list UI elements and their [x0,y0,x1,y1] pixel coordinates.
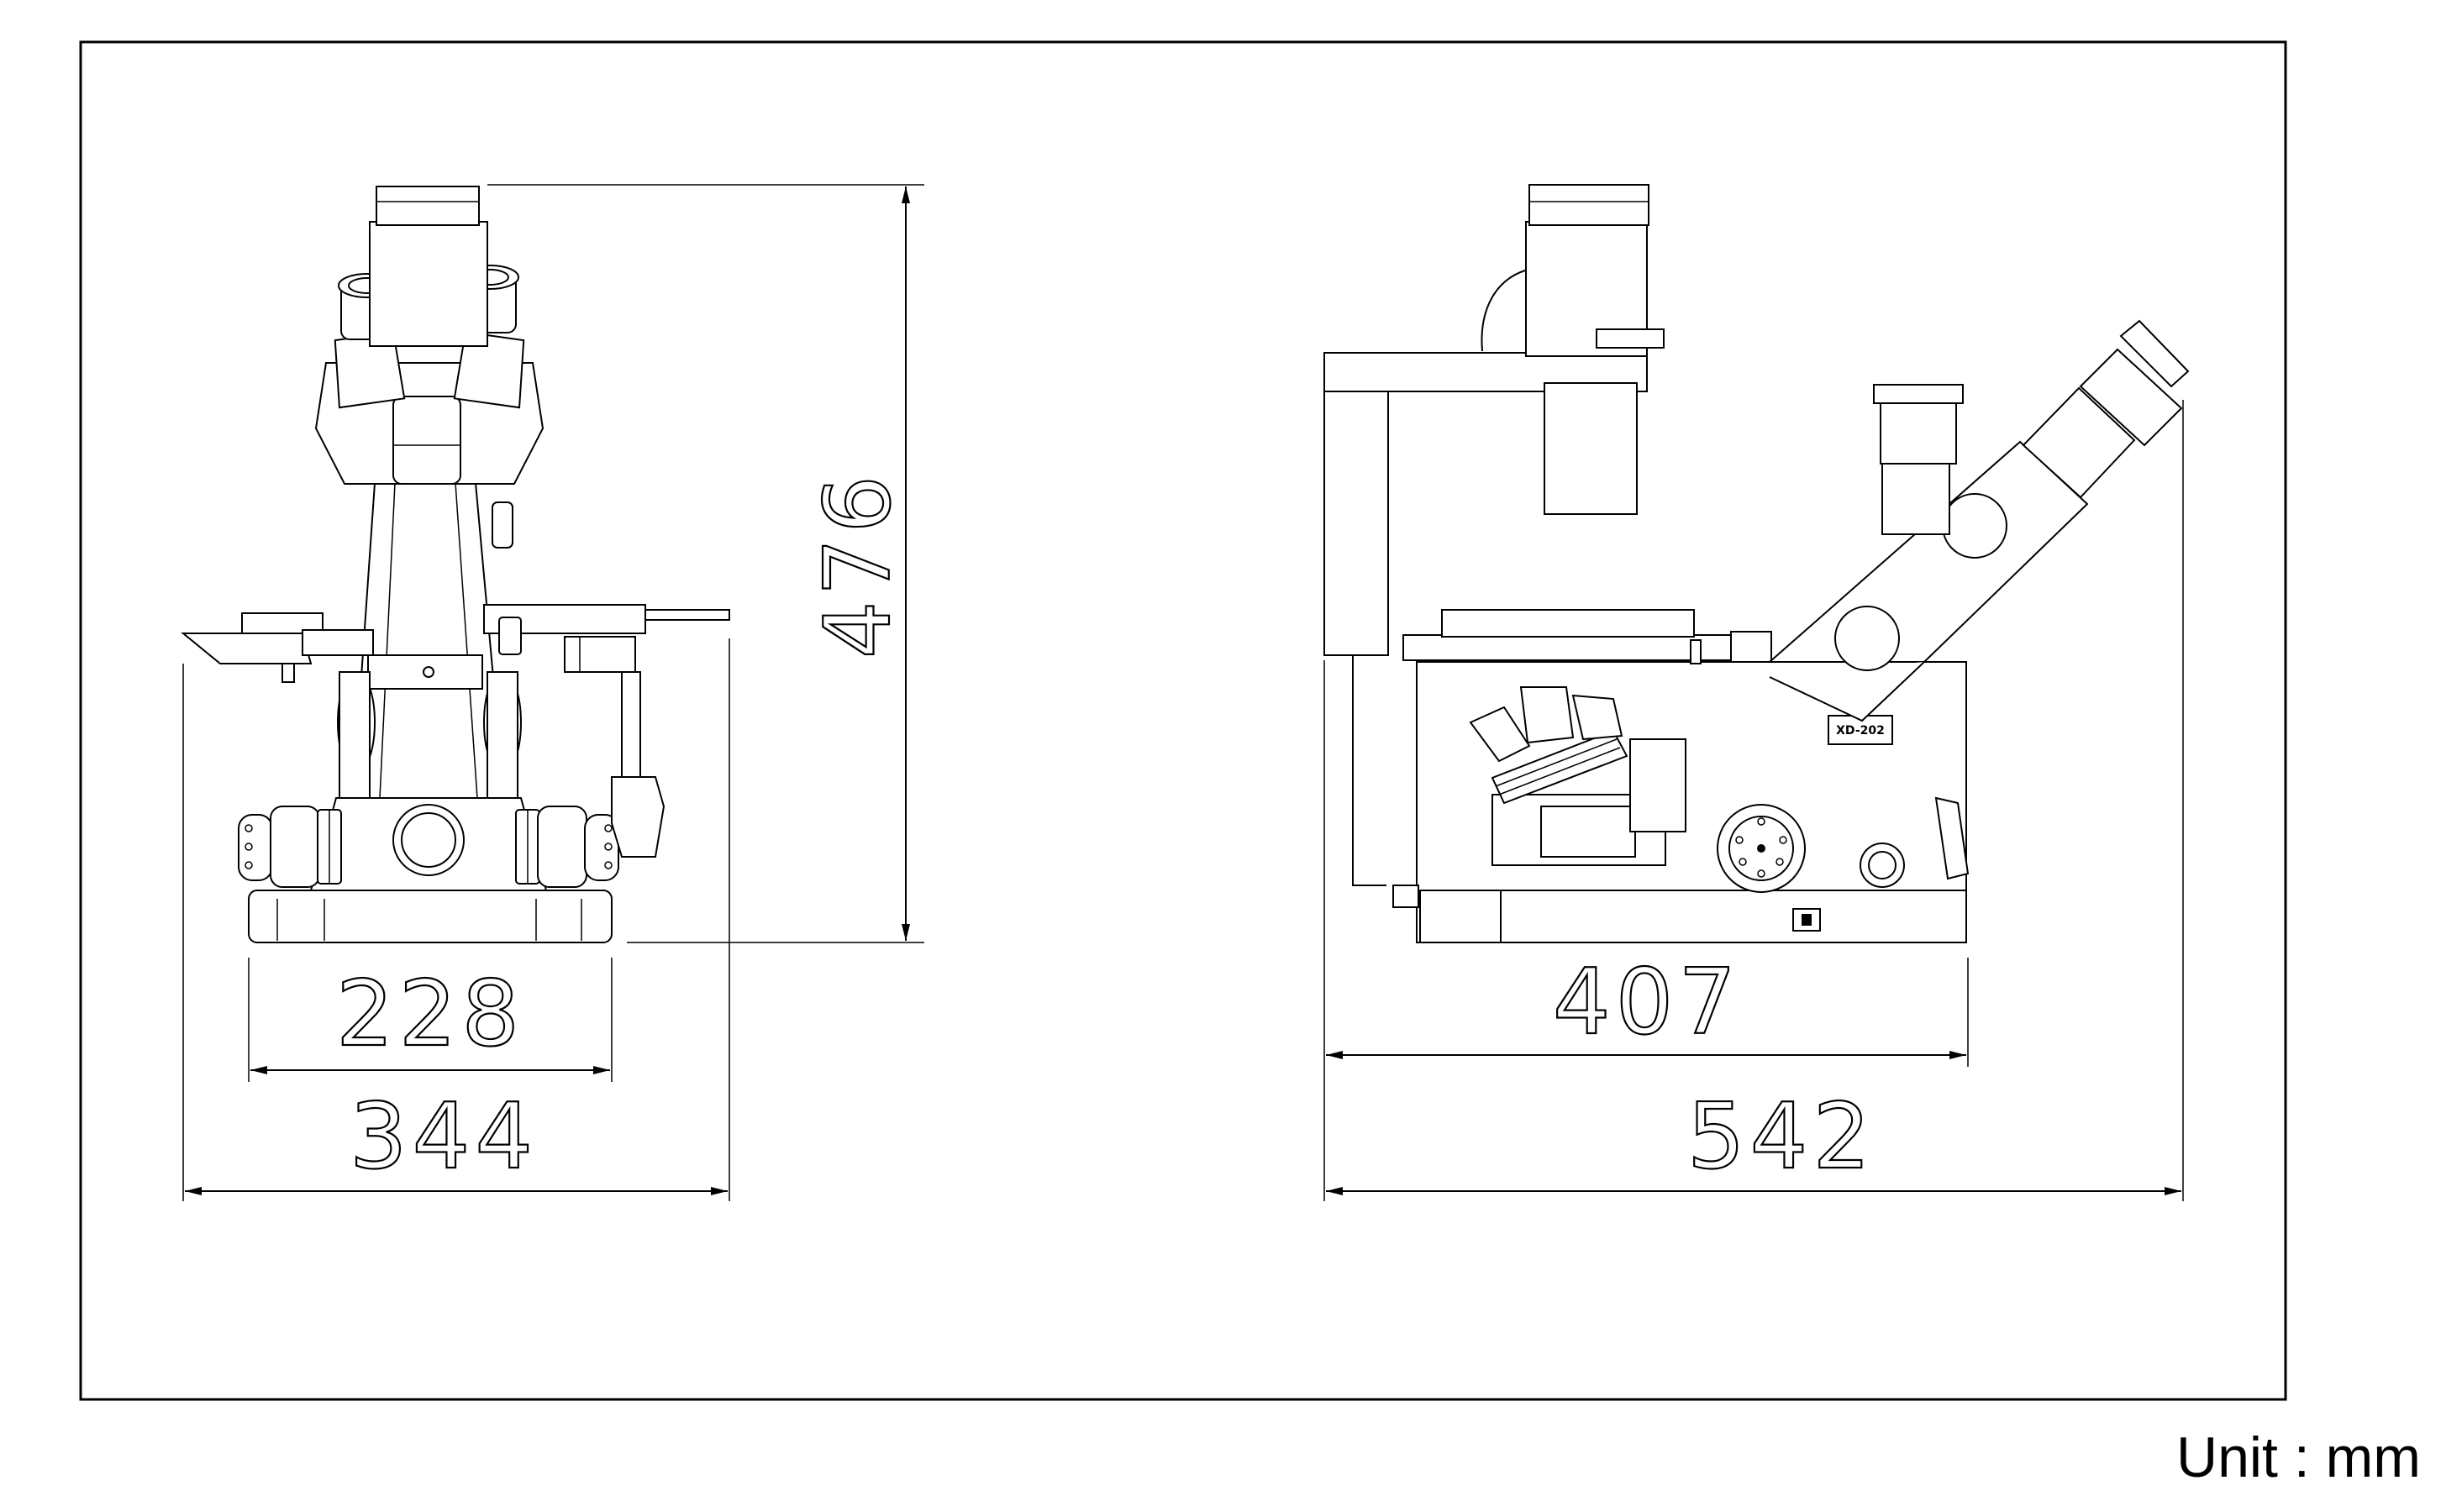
dimension-lines [182,184,2184,1201]
unit-label: Unit : mm [2176,1425,2421,1489]
dim-side-overall-542: 542 [1687,1084,1875,1189]
front-view [181,186,730,943]
dim-height-476: 476 [806,470,911,659]
dim-front-overall-344: 344 [350,1084,538,1189]
dim-front-base-228: 228 [336,962,524,1067]
dim-side-base-407: 407 [1553,950,1741,1055]
drawing-frame [79,40,2287,1401]
side-view: XD-202 [1323,184,2190,943]
model-badge-text: XD-202 [1836,724,1885,738]
